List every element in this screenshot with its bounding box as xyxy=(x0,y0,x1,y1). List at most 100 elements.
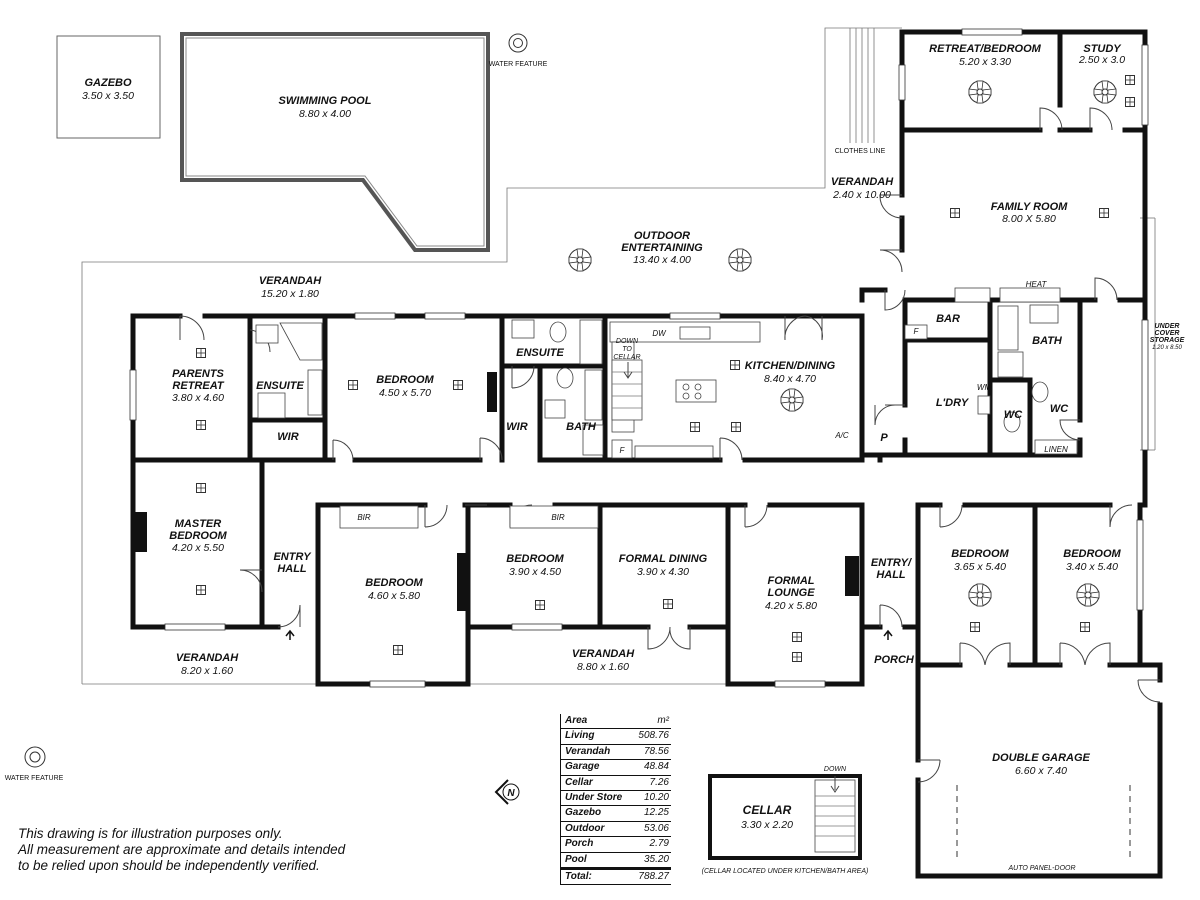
area-value: 2.79 xyxy=(649,838,669,850)
bedroom5-label: BEDROOM xyxy=(1063,548,1121,560)
family-room-dim: 8.00 X 5.80 xyxy=(1002,213,1056,225)
cellar-label: CELLAR xyxy=(743,803,792,817)
double-garage-dim: 6.60 x 7.40 xyxy=(1015,765,1067,777)
area-table-header: Area m² xyxy=(561,714,671,730)
bath1-label: BATH xyxy=(566,421,597,433)
area-label: Garage xyxy=(565,761,600,773)
bedroom1-dim: 4.50 x 5.70 xyxy=(379,387,431,399)
disclaimer-line-2: All measurement are approximate and deta… xyxy=(18,842,346,857)
fixtures xyxy=(255,287,1078,529)
heat-label: HEAT xyxy=(1026,280,1048,289)
formal-dining-dim: 3.90 x 4.30 xyxy=(637,566,689,578)
entry-hall-right-2: HALL xyxy=(876,569,906,581)
dw-label: DW xyxy=(652,329,667,338)
verandah-mid-dim: 8.80 x 1.60 xyxy=(577,661,629,673)
parents-retreat-label-1: PARENTS xyxy=(172,368,224,380)
water-feature-top-icon xyxy=(508,33,528,53)
formal-lounge-dim: 4.20 x 5.80 xyxy=(765,600,817,612)
windows xyxy=(129,28,1149,688)
double-garage-label: DOUBLE GARAGE xyxy=(992,752,1090,764)
water-feature-left-label: WATER FEATURE xyxy=(5,775,64,782)
bedroom2-dim: 4.60 x 5.80 xyxy=(368,590,420,602)
cellar-down-label: DOWN xyxy=(824,766,847,773)
disclaimer-line-1: This drawing is for illustration purpose… xyxy=(18,826,283,841)
down-to-cellar-l3: CELLAR xyxy=(613,354,640,361)
area-value: 7.26 xyxy=(649,776,669,788)
master-label-1: MASTER xyxy=(175,518,222,530)
area-value: 78.56 xyxy=(643,745,669,757)
garage-door-tracks xyxy=(956,785,1131,860)
cellar xyxy=(708,774,862,860)
bir2-label: BIR xyxy=(551,513,565,522)
down-to-cellar-l1: DOWN xyxy=(616,338,639,345)
water-feature-top-label: WATER FEATURE xyxy=(489,61,548,68)
wm-label: WM xyxy=(977,383,992,392)
retreat-bedroom-dim: 5.20 x 3.30 xyxy=(959,56,1011,68)
entry-hall-left-1: ENTRY xyxy=(273,551,312,563)
ensuite1-label: ENSUITE xyxy=(256,380,304,392)
auto-door-label: AUTO PANEL-DOOR xyxy=(1007,865,1075,872)
area-total-row: Total: 788.27 xyxy=(561,867,671,886)
bedroom5-dim: 3.40 x 5.40 xyxy=(1066,561,1118,573)
bedroom3-label: BEDROOM xyxy=(506,553,564,565)
cellar-note: (CELLAR LOCATED UNDER KITCHEN/BATH AREA) xyxy=(702,868,869,875)
verandah-top-label: VERANDAH xyxy=(259,275,322,287)
bath2-label: BATH xyxy=(1032,335,1063,347)
wc1-label: WC xyxy=(1004,409,1023,421)
under-cover-l3: STORAGE xyxy=(1150,337,1185,344)
bedroom2-label: BEDROOM xyxy=(365,577,423,589)
down-to-cellar-l2: TO xyxy=(622,346,632,353)
area-value: 10.20 xyxy=(643,791,669,803)
area-label: Pool xyxy=(565,853,587,865)
bar-label: BAR xyxy=(936,313,960,325)
wc2-label: WC xyxy=(1050,403,1069,415)
area-value: 12.25 xyxy=(643,807,669,819)
verandah-side-dim: 2.40 x 10.00 xyxy=(832,189,891,201)
fridge2-label: F xyxy=(914,327,920,336)
kitchen-label: KITCHEN/DINING xyxy=(745,360,836,372)
area-label: Living xyxy=(565,730,595,742)
under-cover-l1: UNDER xyxy=(1155,323,1180,330)
formal-lounge-label-1: FORMAL xyxy=(767,575,814,587)
wir1-label: WIR xyxy=(277,431,298,443)
formal-dining-label: FORMAL DINING xyxy=(619,553,708,565)
outdoor-label-1: OUTDOOR xyxy=(634,230,690,242)
compass-letter: N xyxy=(507,788,515,799)
master-dim: 4.20 x 5.50 xyxy=(172,542,224,554)
fridge1-label: F xyxy=(620,446,626,455)
bedroom1-label: BEDROOM xyxy=(376,374,434,386)
ac-label: A/C xyxy=(834,431,849,440)
pool-dim: 8.80 x 4.00 xyxy=(299,108,351,120)
area-value: 35.20 xyxy=(643,853,669,865)
area-row: Pool 35.20 xyxy=(561,853,671,868)
cellar-dim: 3.30 x 2.20 xyxy=(741,819,793,831)
area-label: Verandah xyxy=(565,745,611,757)
verandah-side-label: VERANDAH xyxy=(831,176,894,188)
bedroom4-dim: 3.65 x 5.40 xyxy=(954,561,1006,573)
under-cover-l2: COVER xyxy=(1155,330,1180,337)
linen-label: LINEN xyxy=(1044,445,1068,454)
entry-arrows xyxy=(285,629,893,640)
labels: GAZEBO 3.50 x 3.50 SWIMMING POOL 8.80 x … xyxy=(5,43,1185,875)
clothes-line-label: CLOTHES LINE xyxy=(835,148,886,155)
bedroom4-label: BEDROOM xyxy=(951,548,1009,560)
pantry-label: P xyxy=(880,432,888,444)
area-total-label: Total: xyxy=(565,870,592,882)
ensuite2-label: ENSUITE xyxy=(516,347,564,359)
verandah-mid-label: VERANDAH xyxy=(572,648,635,660)
area-total-value: 788.27 xyxy=(638,870,669,882)
laundry-label: L'DRY xyxy=(936,397,970,409)
area-value: 48.84 xyxy=(643,761,669,773)
gazebo-label: GAZEBO xyxy=(84,77,132,89)
study-dim: 2.50 x 3.0 xyxy=(1078,54,1125,66)
area-header-right: m² xyxy=(657,715,669,726)
verandah-left-dim: 8.20 x 1.60 xyxy=(181,665,233,677)
parents-retreat-label-2: RETREAT xyxy=(172,380,224,392)
verandah-top-dim: 15.20 x 1.80 xyxy=(261,288,319,300)
